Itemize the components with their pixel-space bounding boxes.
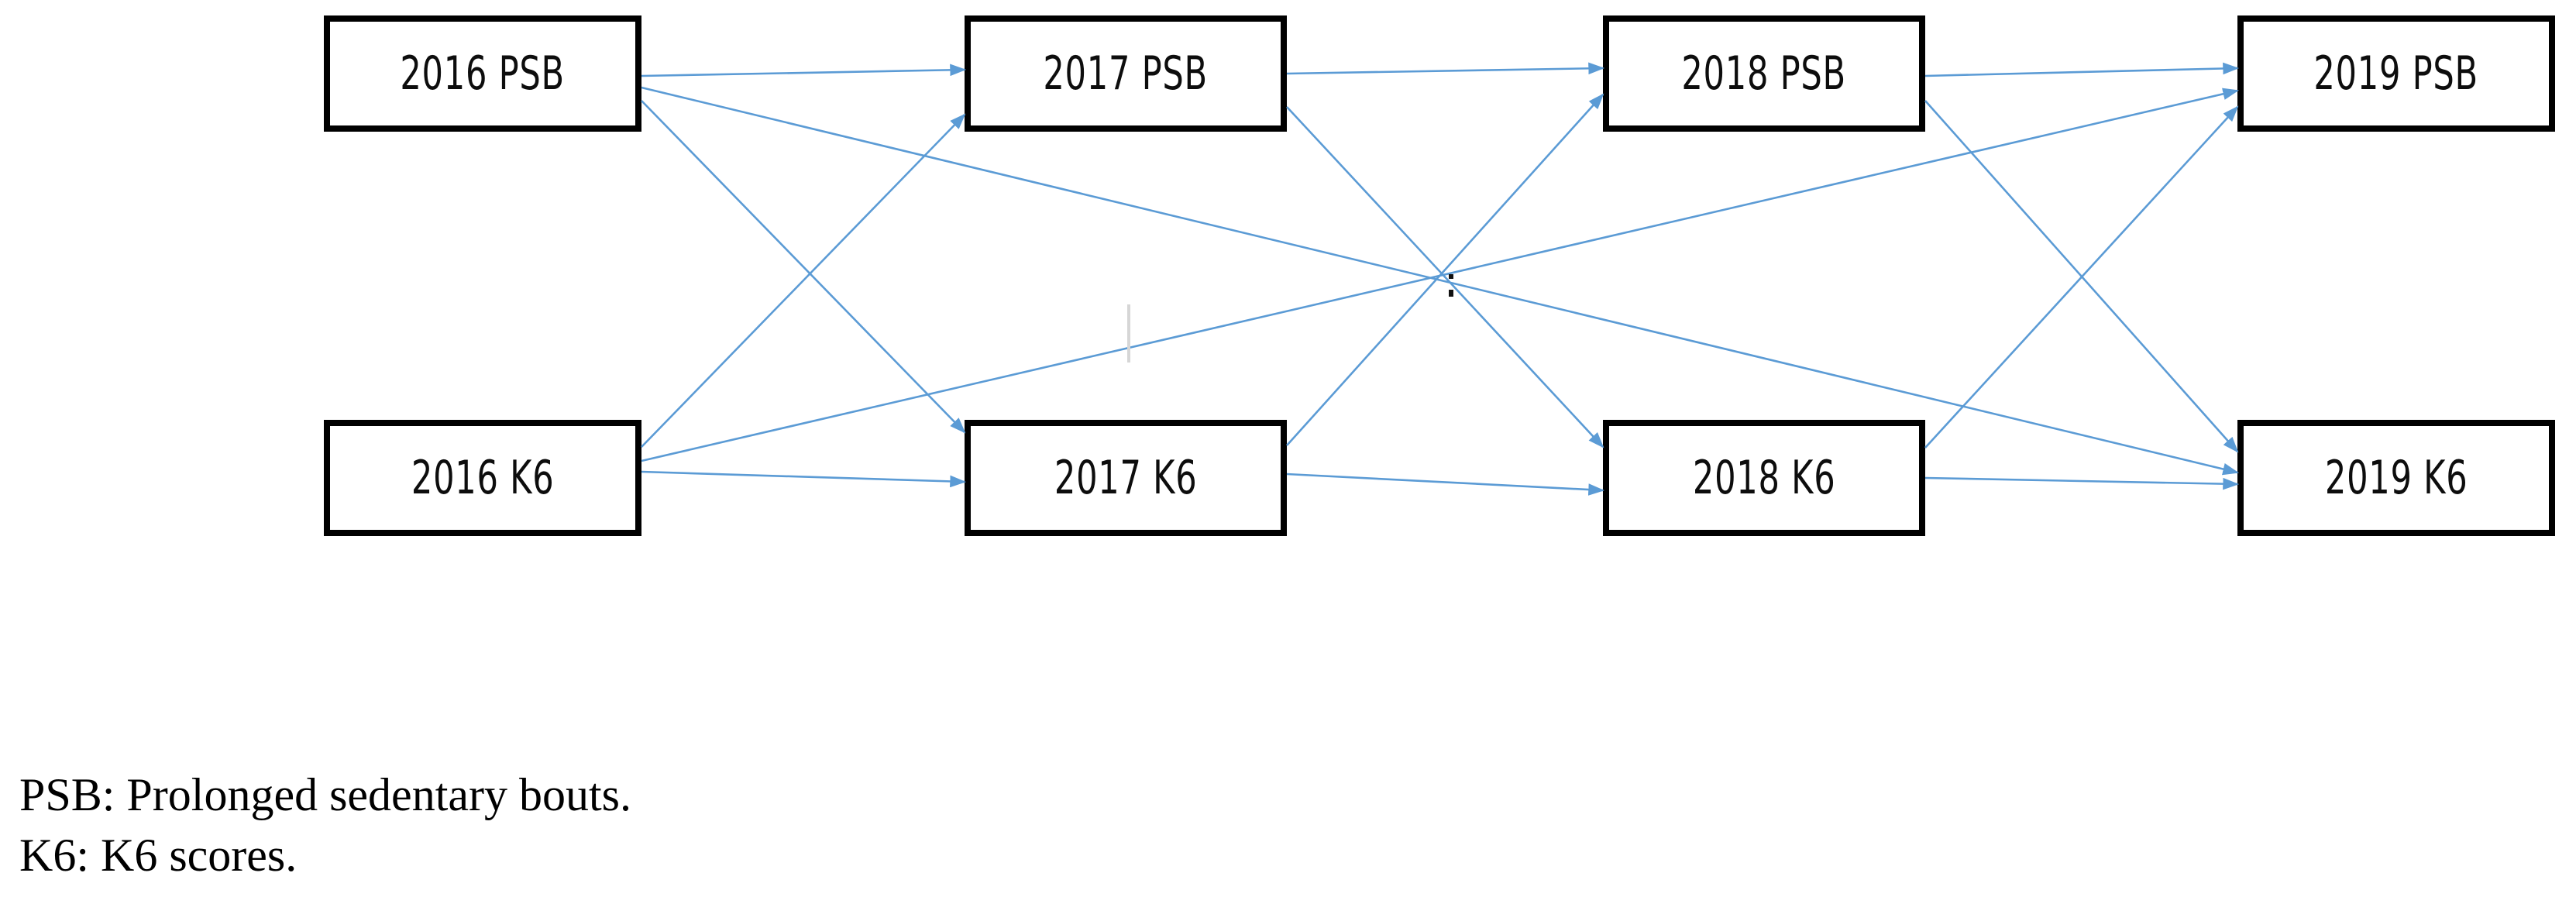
node-label-k62017: 2017 K6: [1054, 451, 1198, 505]
node-label-psb2019: 2019 PSB: [2313, 46, 2479, 101]
arrow-psb2018-to-k62019: [1924, 100, 2239, 453]
arrow-k62016-to-psb2017: [641, 113, 966, 448]
arrow-k62016-to-psb2019: [641, 88, 2240, 462]
node-k62016: 2016 K6: [324, 420, 641, 536]
arrow-psb2017-to-k62018: [1286, 106, 1604, 448]
footnote-psb-definition: PSB: Prolonged sedentary bouts.: [19, 769, 631, 820]
stray-dot-artifact-2: [1449, 290, 1453, 297]
arrow-k62016-to-k62017: [641, 470, 967, 488]
arrow-psb2017-to-psb2018: [1286, 62, 1605, 75]
node-label-k62019: 2019 K6: [2324, 451, 2468, 505]
gray-tick-artifact: [1127, 304, 1130, 363]
node-label-psb2018: 2018 PSB: [1681, 46, 1847, 101]
node-k62019: 2019 K6: [2237, 420, 2555, 536]
node-psb2017: 2017 PSB: [965, 15, 1287, 132]
node-label-k62016: 2016 K6: [411, 451, 555, 505]
node-k62018: 2018 K6: [1603, 420, 1925, 536]
node-label-k62018: 2018 K6: [1692, 451, 1836, 505]
arrow-psb2016-to-k62017: [641, 100, 966, 434]
arrow-psb2016-to-psb2017: [641, 64, 967, 77]
node-k62017: 2017 K6: [965, 420, 1287, 536]
node-psb2019: 2019 PSB: [2237, 15, 2555, 132]
node-psb2016: 2016 PSB: [324, 15, 641, 132]
arrow-k62017-to-k62018: [1286, 473, 1605, 496]
arrow-k62018-to-k62019: [1924, 476, 2240, 490]
node-label-psb2016: 2016 PSB: [400, 46, 566, 101]
node-label-psb2017: 2017 PSB: [1043, 46, 1209, 101]
arrow-k62018-to-psb2019: [1924, 105, 2239, 448]
arrow-psb2016-to-k62019: [641, 86, 2240, 476]
stray-dot-artifact-1: [1449, 274, 1453, 279]
arrow-k62017-to-psb2018: [1286, 93, 1604, 446]
node-psb2018: 2018 PSB: [1603, 15, 1925, 132]
arrow-psb2018-to-psb2019: [1924, 62, 2240, 77]
footnote-k6-definition: K6: K6 scores.: [19, 830, 297, 881]
